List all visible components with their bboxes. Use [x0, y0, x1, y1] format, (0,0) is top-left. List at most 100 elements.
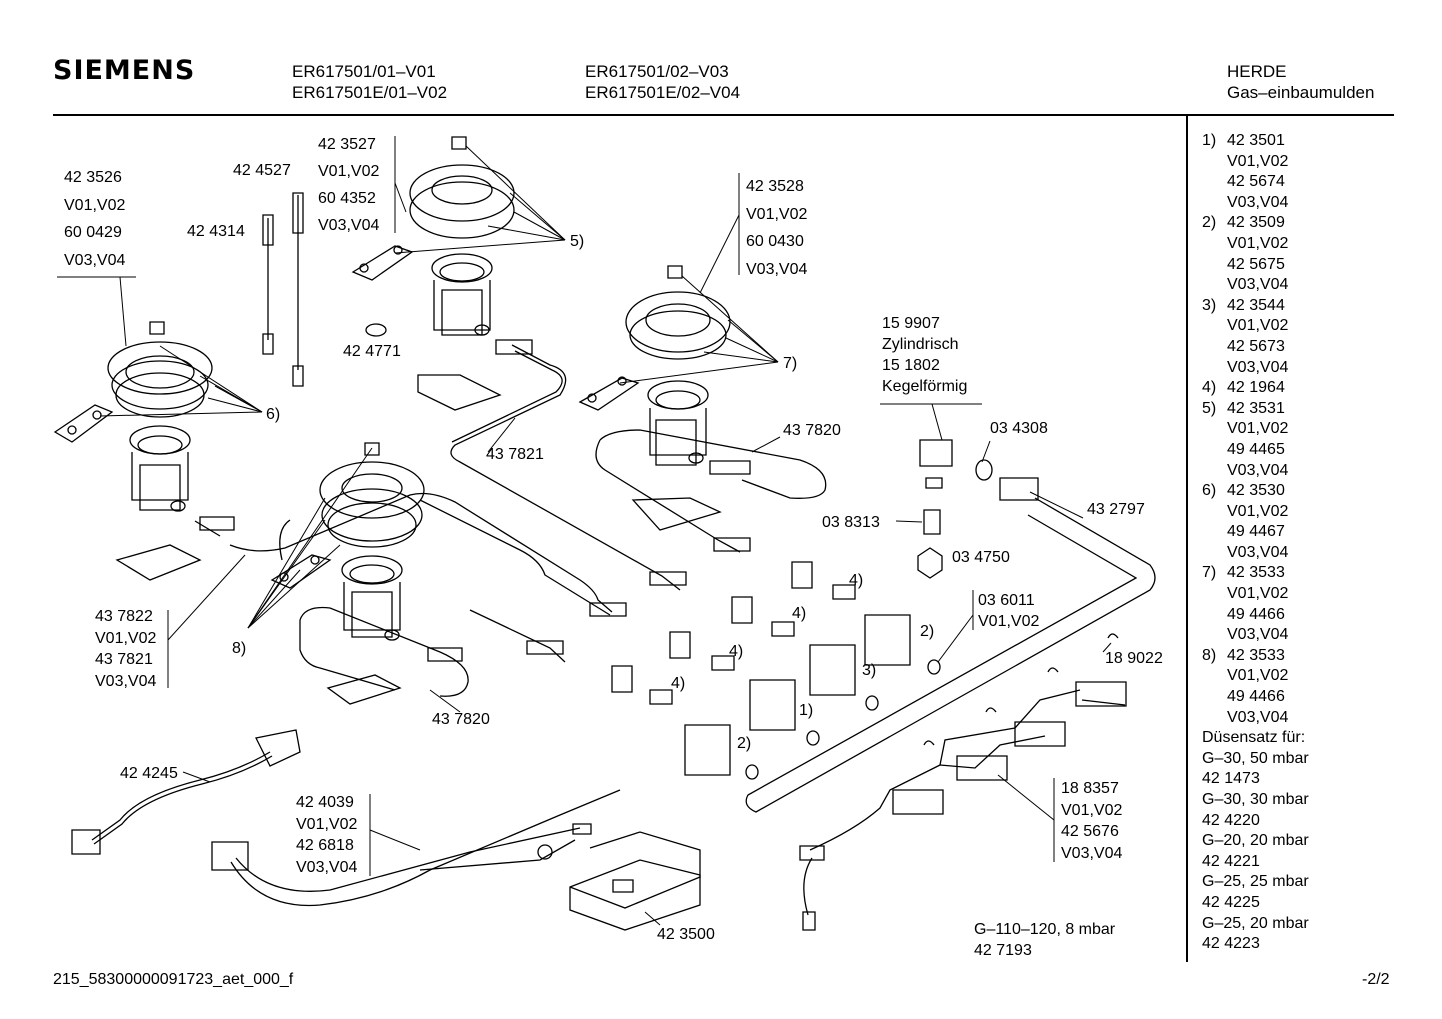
- callout-2a: 2): [920, 623, 935, 640]
- sidebar-row: V03,V04: [1202, 358, 1309, 379]
- label-151802: 15 1802: [882, 357, 940, 374]
- label-424039-v1: V01,V02: [296, 815, 358, 833]
- sidebar-part-value: 42 3531: [1227, 399, 1285, 417]
- sidebar-ref-number: 8): [1202, 646, 1217, 664]
- label-437822-group: 43 7822 V01,V02 43 7821 V03,V04: [95, 606, 156, 692]
- sidebar-part-value: V03,V04: [1227, 193, 1289, 211]
- label-424245: 42 4245: [120, 765, 178, 782]
- label-034308: 03 4308: [990, 420, 1048, 437]
- burner-6-assembly: [55, 322, 212, 511]
- label-423526-v2: V03,V04: [64, 251, 126, 269]
- category-subtitle: Gas–einbaumulden: [1227, 83, 1375, 102]
- clips: [924, 634, 1118, 745]
- sidebar-part-value: 49 4465: [1227, 440, 1285, 458]
- sidebar-row: 3)42 3544: [1202, 296, 1309, 317]
- label-423527-group: 42 3527 V01,V02 60 4352 V03,V04: [318, 131, 379, 239]
- brackets: [117, 375, 720, 704]
- label-423527: 42 3527: [318, 136, 376, 153]
- power-cord: [72, 730, 300, 854]
- sidebar-part-value: V03,V04: [1227, 276, 1289, 294]
- label-600430: 60 0430: [746, 233, 804, 250]
- label-600429: 60 0429: [64, 224, 122, 241]
- callout-8: 8): [232, 640, 247, 657]
- sidebar-part-value: 42 3530: [1227, 482, 1285, 500]
- label-423528: 42 3528: [746, 178, 804, 195]
- label-036011: 03 6011: [978, 592, 1035, 609]
- sidebar-footer-line: G–30, 50 mbar: [1202, 749, 1309, 767]
- sidebar-row: V03,V04: [1202, 461, 1309, 482]
- sidebar-ref-number: 2): [1202, 214, 1217, 232]
- sidebar-part-value: V01,V02: [1227, 317, 1289, 335]
- label-604352: 60 4352: [318, 190, 376, 207]
- sidebar-row: V01,V02: [1202, 152, 1309, 173]
- models-col2-b: ER617501E/02–V04: [585, 83, 741, 102]
- sidebar-footer-line: 42 4223: [1202, 935, 1260, 953]
- label-036011-v1: V01,V02: [978, 613, 1040, 630]
- sidebar-part-value: V01,V02: [1227, 667, 1289, 685]
- sidebar-footer-line: 42 4221: [1202, 852, 1260, 870]
- ignition-wiring: [800, 682, 1126, 930]
- label-437822-v2: V03,V04: [95, 672, 157, 690]
- sidebar-row: V03,V04: [1202, 193, 1309, 214]
- fittings: [200, 340, 1038, 661]
- sidebar-row: 8)42 3533: [1202, 646, 1309, 667]
- sidebar-ref-number: 1): [1202, 132, 1217, 149]
- callout-4a: 4): [849, 572, 864, 589]
- sidebar-row: V01,V02: [1202, 584, 1309, 605]
- document-id: 215_58300000091723_aet_000_f: [53, 971, 294, 988]
- label-424527: 42 4527: [233, 162, 291, 179]
- callout-4c: 4): [729, 643, 744, 660]
- sidebar-row: V03,V04: [1202, 543, 1309, 564]
- sidebar-row: 42 5675: [1202, 255, 1309, 276]
- label-423528-v2: V03,V04: [746, 260, 808, 278]
- sidebar-row: 49 4467: [1202, 522, 1309, 543]
- sidebar-row: V01,V02: [1202, 316, 1309, 337]
- sidebar-row: 49 4466: [1202, 687, 1309, 708]
- sidebar-part-value: 42 3509: [1227, 214, 1285, 232]
- label-437822: 43 7822: [95, 608, 153, 625]
- label-432797: 43 2797: [1087, 501, 1145, 518]
- sidebar-part-value: V03,V04: [1227, 626, 1289, 644]
- sidebar-row: 49 4466: [1202, 605, 1309, 626]
- label-423527-v2: V03,V04: [318, 217, 380, 234]
- sidebar-part-value: 42 3544: [1227, 296, 1285, 314]
- sidebar-row: 1)42 3501: [1202, 131, 1309, 152]
- label-g110-group: G–110–120, 8 mbar 42 7193: [974, 919, 1115, 961]
- label-423500: 42 3500: [657, 926, 715, 943]
- sidebar-part-value: 49 4466: [1227, 688, 1285, 706]
- label-038313: 03 8313: [822, 514, 880, 531]
- label-437820-top: 43 7820: [783, 422, 841, 439]
- sidebar-ref-number: 5): [1202, 399, 1217, 417]
- header-rule: [53, 114, 1394, 116]
- sidebar-part-value: V01,V02: [1227, 585, 1289, 603]
- label-426818: 42 6818: [296, 837, 354, 854]
- sidebar-part-value: 49 4466: [1227, 605, 1285, 623]
- label-424039-group: 42 4039 V01,V02 42 6818 V03,V04: [296, 792, 357, 878]
- sidebar-footer-line: G–30, 30 mbar: [1202, 791, 1309, 808]
- sidebar-part-value: 42 5675: [1227, 255, 1285, 273]
- sidebar-row: 6)42 3530: [1202, 481, 1309, 502]
- label-424314: 42 4314: [187, 223, 245, 240]
- sidebar-row: 42 5674: [1202, 172, 1309, 193]
- sidebar-part-value: 42 1964: [1227, 379, 1285, 397]
- sidebar-row: V01,V02: [1202, 666, 1309, 687]
- callout-4d: 4): [671, 675, 686, 692]
- label-424039: 42 4039: [296, 794, 354, 811]
- sidebar-part-value: V01,V02: [1227, 420, 1289, 438]
- sidebar-part-value: 42 3533: [1227, 564, 1285, 582]
- callout-2b: 2): [737, 735, 752, 752]
- burner-7-assembly: [580, 266, 730, 465]
- sidebar-row: V01,V02: [1202, 234, 1309, 255]
- leader-lines: [57, 136, 1111, 925]
- sidebar-ref-number: 7): [1202, 564, 1217, 582]
- label-kegelfoermig: Kegelförmig: [882, 378, 968, 395]
- label-g110: G–110–120, 8 mbar: [974, 921, 1116, 938]
- callout-7: 7): [783, 355, 798, 372]
- callout-5: 5): [570, 233, 585, 250]
- sidebar-footer-line: G–20, 20 mbar: [1202, 832, 1309, 850]
- label-159907: 15 9907: [882, 315, 940, 332]
- sidebar-row: 49 4465: [1202, 440, 1309, 461]
- sidebar-part-value: 49 4467: [1227, 523, 1285, 541]
- burner-8-assembly: [272, 443, 424, 640]
